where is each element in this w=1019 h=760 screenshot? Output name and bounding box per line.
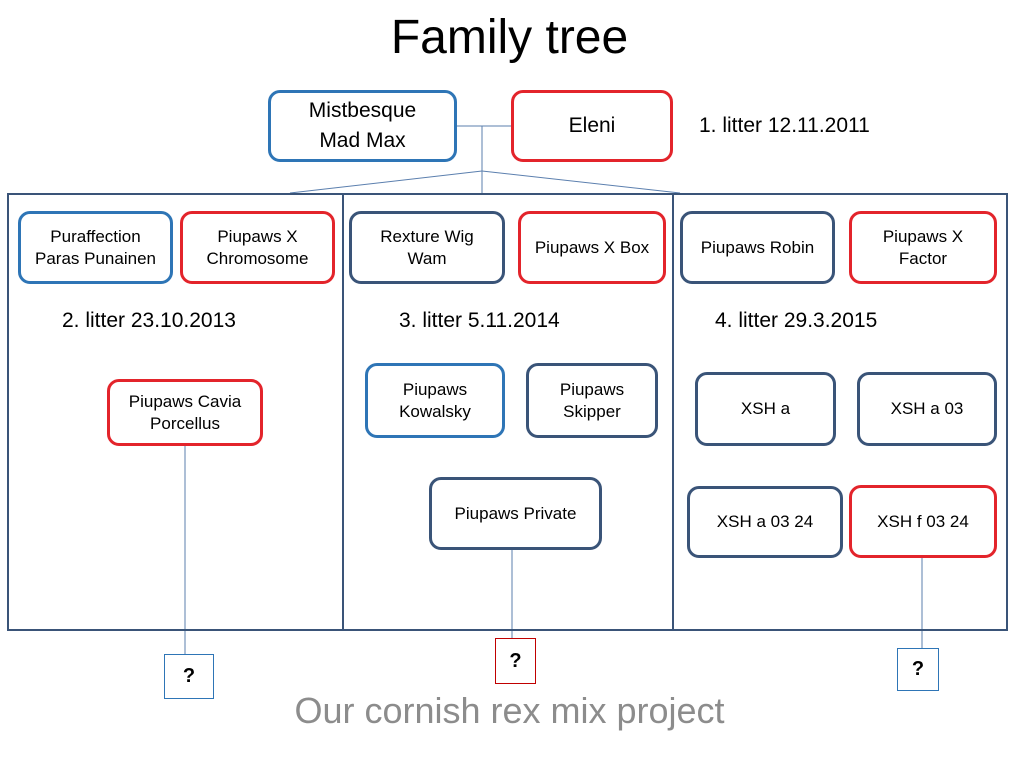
sire-name: Mistbesque Mad Max <box>308 99 417 152</box>
litter4-child-b-name: XSH a 03 <box>890 399 964 418</box>
litter4-child-d-node[interactable]: XSH f 03 24 <box>849 485 997 558</box>
litter2-parent-b-name: Piupaws X Chromosome <box>206 226 309 268</box>
litter1-label: 1. litter 12.11.2011 <box>699 114 870 137</box>
litter3-label: 3. litter 5.11.2014 <box>399 309 560 332</box>
litter3-child-b-node[interactable]: Piupaws Skipper <box>526 363 658 438</box>
litter4-parent-a-name: Piupaws Robin <box>700 237 815 257</box>
litter4-child-c-name: XSH a 03 24 <box>716 512 814 531</box>
litter3-parent-b-node[interactable]: Piupaws X Box <box>518 211 666 284</box>
litter3-child-a-name: Piupaws Kowalsky <box>399 379 471 421</box>
litter4-child-d-name: XSH f 03 24 <box>877 511 969 531</box>
litter4-child-b-node[interactable]: XSH a 03 <box>857 372 997 446</box>
litter3-unknown-box[interactable]: ? <box>495 638 536 684</box>
page-title: Family tree <box>390 11 629 64</box>
dam-node[interactable]: Eleni <box>511 90 673 162</box>
litter2-child-node[interactable]: Piupaws Cavia Porcellus <box>107 379 263 446</box>
litter4-child-c-node[interactable]: XSH a 03 24 <box>687 486 843 558</box>
page-subtitle: Our cornish rex mix project <box>294 690 725 731</box>
litter3-parent-a-name: Rexture Wig Wam <box>380 226 474 268</box>
litter4-parent-b-name: Piupaws X Factor <box>882 226 964 268</box>
litter3-parent-a-node[interactable]: Rexture Wig Wam <box>349 211 505 284</box>
litter3-child-c-node[interactable]: Piupaws Private <box>429 477 602 550</box>
litter2-parent-a-node[interactable]: Puraffection Paras Punainen <box>18 211 173 284</box>
litter4-label: 4. litter 29.3.2015 <box>715 309 878 332</box>
litter3-parent-b-name: Piupaws X Box <box>534 237 650 257</box>
litter4-unknown-box[interactable]: ? <box>897 648 939 691</box>
dam-name: Eleni <box>568 114 616 137</box>
litter2-parent-b-node[interactable]: Piupaws X Chromosome <box>180 211 335 284</box>
litter3-child-c-name: Piupaws Private <box>454 503 577 523</box>
litter3-child-b-name: Piupaws Skipper <box>559 379 625 421</box>
litter2-child-name: Piupaws Cavia Porcellus <box>128 391 242 433</box>
litter2-parent-a-name: Puraffection Paras Punainen <box>35 226 156 268</box>
litter2-label: 2. litter 23.10.2013 <box>62 309 236 332</box>
litter2-unknown-box[interactable]: ? <box>164 654 214 699</box>
branch-line-litter4 <box>481 170 681 194</box>
litter4-child-a-node[interactable]: XSH a <box>695 372 836 446</box>
litter4-parent-b-node[interactable]: Piupaws X Factor <box>849 211 997 284</box>
branch-line-litter2 <box>289 170 483 194</box>
sire-node[interactable]: Mistbesque Mad Max <box>268 90 457 162</box>
litter3-child-a-node[interactable]: Piupaws Kowalsky <box>365 363 505 438</box>
litter4-parent-a-node[interactable]: Piupaws Robin <box>680 211 835 284</box>
litter4-child-a-name: XSH a <box>740 399 791 418</box>
litter4-panel <box>672 193 1008 631</box>
